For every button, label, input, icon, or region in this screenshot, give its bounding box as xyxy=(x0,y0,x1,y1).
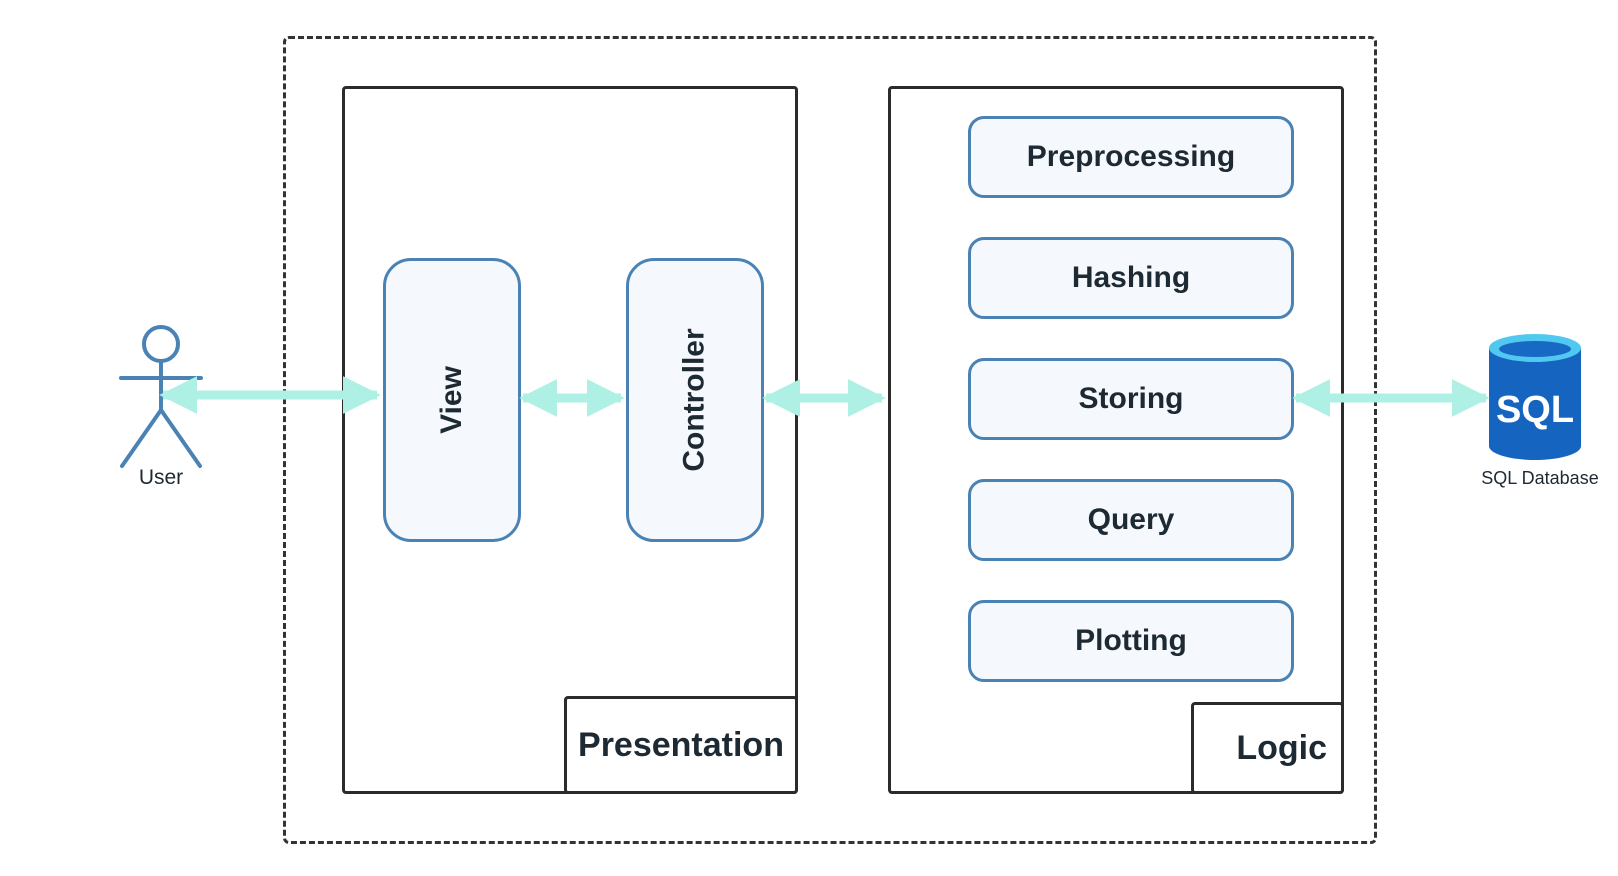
view-component: View xyxy=(383,258,521,542)
logic-layer-label: Logic xyxy=(1191,702,1344,794)
sql-database-icon: SQL xyxy=(1489,334,1581,460)
module-hashing: Hashing xyxy=(968,237,1294,319)
presentation-label-text: Presentation xyxy=(578,725,784,764)
module-label: Plotting xyxy=(1075,624,1187,657)
presentation-layer-label: Presentation xyxy=(564,696,798,794)
module-label: Query xyxy=(1087,503,1175,536)
module-label: Hashing xyxy=(1071,261,1191,294)
module-query: Query xyxy=(968,479,1294,561)
module-label: Preprocessing xyxy=(1026,140,1236,173)
logic-label-text: Logic xyxy=(1236,728,1327,767)
module-plotting: Plotting xyxy=(968,600,1294,682)
sql-database-label: SQL Database xyxy=(1481,468,1599,488)
module-preprocessing: Preprocessing xyxy=(968,116,1294,198)
module-label: Storing xyxy=(1078,382,1184,415)
user-label: User xyxy=(138,466,184,489)
sql-icon-text: SQL xyxy=(1496,389,1574,431)
module-storing: Storing xyxy=(968,358,1294,440)
system-boundary xyxy=(283,36,1377,844)
